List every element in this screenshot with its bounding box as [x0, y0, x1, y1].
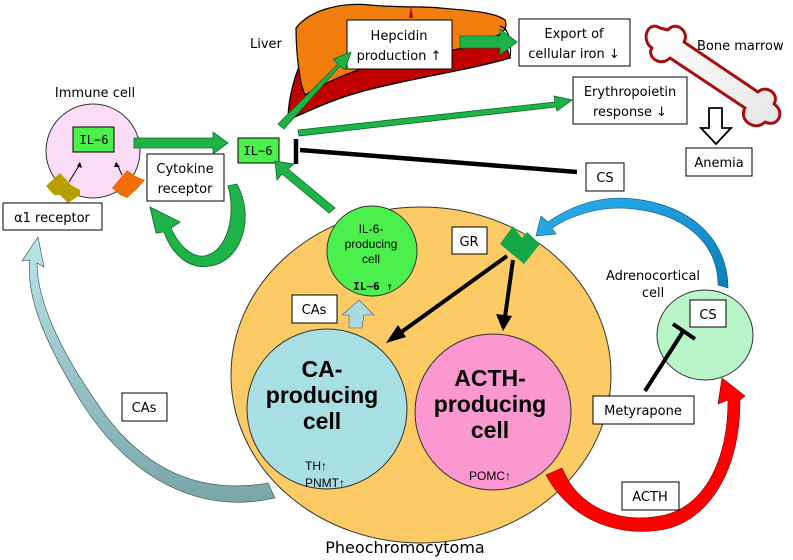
- arrow-hepcidin-to-export: [459, 28, 518, 56]
- hepcidin-text-2: production ↑: [357, 49, 442, 64]
- il6-cell-marker: IL−6 ↑: [353, 280, 393, 293]
- arrow-il6cell-to-il6: [274, 160, 336, 214]
- arrow-il6-to-hepcidin: [277, 51, 352, 130]
- hepcidin-box: [346, 19, 453, 70]
- gr-receptor-icon: [500, 226, 540, 264]
- cas-box-outer: [121, 392, 168, 422]
- erythropoietin-text-1: Erythropoietin: [584, 85, 676, 100]
- anemia-box: [685, 147, 753, 177]
- arrow-immune-to-il6: [133, 131, 229, 155]
- acth-box: [621, 481, 680, 511]
- alpha1-receptor-text: α1 receptor: [14, 211, 90, 226]
- acth-cell-text-3: cell: [471, 417, 509, 443]
- inhibition-cs-to-il6: [293, 139, 578, 175]
- cytokine-receptor-text-2: receptor: [158, 182, 214, 197]
- arrow-cs-to-gr: [535, 197, 729, 289]
- arrow-acth-to-adreno: [545, 377, 746, 532]
- export-iron-text-2: cellular iron ↓: [528, 47, 620, 62]
- acth-cell-text-2: producing: [434, 391, 546, 417]
- il6-box-immune: [72, 126, 115, 153]
- acth-marker-pomc: POMC↑: [469, 469, 511, 483]
- gr-text: GR: [459, 235, 478, 250]
- cytokine-receptor-box: [146, 153, 225, 202]
- cas-box-inner: [291, 294, 338, 324]
- cs-adreno-text: CS: [699, 308, 716, 323]
- cas-inner-text: CAs: [302, 303, 327, 318]
- il6-producing-cell: [326, 205, 418, 297]
- pheochromocytoma-label: Pheochromocytoma: [325, 538, 484, 557]
- arrow-il6-to-erythropoietin: [297, 95, 573, 137]
- hepcidin-text-1: Hepcidin: [371, 29, 428, 44]
- metyrapone-text: Metyrapone: [604, 404, 682, 419]
- adrenocortical-label-2: cell: [642, 286, 664, 301]
- cs-box-top: [585, 162, 625, 192]
- il6-cell-text-3: cell: [362, 252, 380, 266]
- il6-immune-text: IL−6: [80, 133, 109, 147]
- arrow-to-anemia: [698, 107, 734, 146]
- ca-cell-text-1: CA-: [302, 356, 343, 382]
- anemia-text: Anemia: [694, 156, 743, 171]
- cytokine-receptor-text-1: Cytokine: [156, 162, 213, 177]
- ca-marker-th: TH↑: [305, 459, 327, 473]
- arrow-gr-to-acth-cell: [496, 259, 515, 331]
- arrow-curved-autocrine: [149, 183, 246, 268]
- acth-box-text: ACTH: [632, 490, 667, 505]
- export-iron-text-1: Export of: [544, 27, 604, 42]
- erythropoietin-box: [572, 76, 688, 125]
- il6-box-center: [237, 137, 280, 164]
- metyrapone-box: [592, 395, 695, 425]
- cs-box-adreno: [689, 299, 727, 328]
- acth-producing-cell: [414, 333, 572, 491]
- ca-cell-text-3: cell: [303, 408, 341, 434]
- arrow-gr-to-ca-cell: [386, 254, 509, 343]
- il6-cell-text-1: IL-6-: [359, 222, 384, 236]
- export-iron-box: [518, 18, 631, 67]
- alpha1-receptor-icon: [46, 173, 80, 203]
- alpha1-receptor-box: [2, 202, 103, 231]
- cs-top-text: CS: [596, 171, 613, 186]
- adrenocortical-cell: [656, 289, 754, 381]
- arrow-cas-to-alpha1: [21, 236, 276, 503]
- il6-cell-text-2: producing: [345, 237, 398, 251]
- inhibition-metyrapone-to-cs: [643, 322, 697, 393]
- ca-marker-pnmt: PNMT↑: [305, 476, 345, 490]
- bone-marrow-icon: [644, 24, 782, 128]
- ca-cell-text-2: producing: [266, 382, 378, 408]
- liver-label: Liver: [250, 37, 283, 52]
- ca-producing-cell: [246, 328, 408, 490]
- adrenocortical-label-1: Adrenocortical: [606, 269, 700, 284]
- cytokine-receptor-icon: [112, 170, 145, 198]
- arrow-cas-to-il6cell: [341, 299, 375, 329]
- bone-marrow-label: Bone marrow: [697, 39, 784, 54]
- il6-center-text: IL−6: [244, 144, 273, 158]
- cas-outer-text: CAs: [132, 401, 157, 416]
- acth-cell-text-1: ACTH-: [454, 365, 526, 391]
- erythropoietin-text-2: response ↓: [593, 105, 667, 120]
- immune-cell-label: Immune cell: [55, 86, 135, 101]
- gr-box: [451, 226, 488, 255]
- arrowhead-small: [114, 162, 120, 167]
- arrowhead-small: [77, 162, 82, 168]
- arrow-alpha1-to-il6: [68, 163, 81, 183]
